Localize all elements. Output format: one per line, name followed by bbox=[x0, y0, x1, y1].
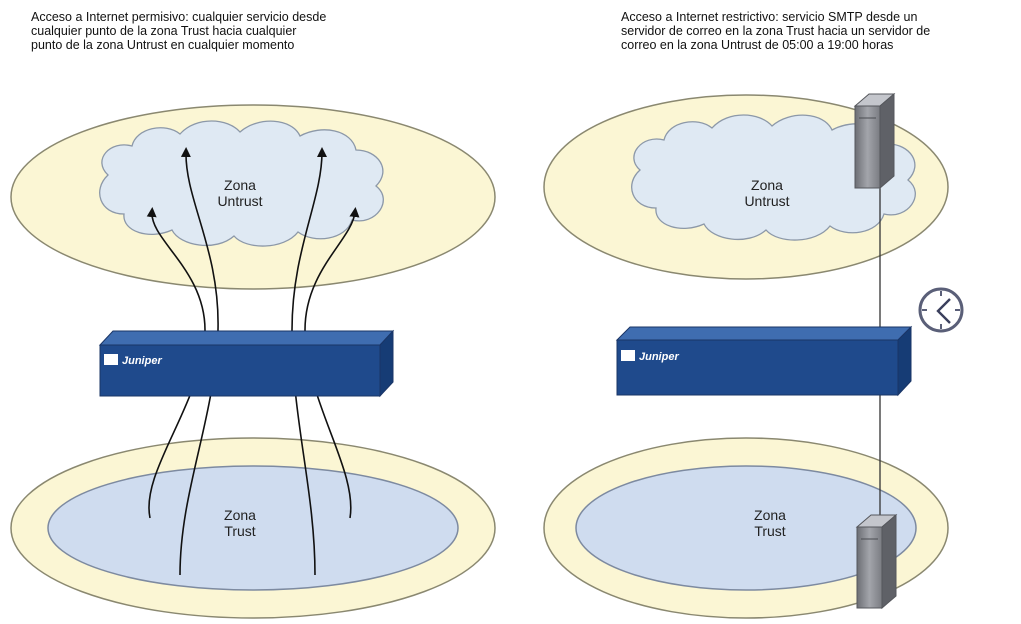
right-caption-line: servidor de correo en la zona Trust haci… bbox=[621, 24, 931, 38]
mail-server-icon bbox=[853, 92, 896, 190]
untrust-label-line1: Zona bbox=[224, 177, 256, 193]
juniper-logo-icon bbox=[621, 350, 635, 361]
trust-label-line1: Zona bbox=[754, 507, 786, 523]
right-caption-line: correo en la zona Untrust de 05:00 a 19:… bbox=[621, 38, 894, 52]
left-caption-line: Acceso a Internet permisivo: cualquier s… bbox=[31, 10, 327, 24]
right-panel: Zona Untrust Zona Trust Juniper bbox=[543, 92, 964, 619]
juniper-logo-text: Juniper bbox=[122, 355, 162, 367]
trust-label-line1: Zona bbox=[224, 507, 256, 523]
trust-inner-ellipse bbox=[575, 465, 917, 591]
trust-label-line2: Trust bbox=[754, 523, 785, 539]
clock-icon bbox=[918, 287, 964, 333]
untrust-label-line2: Untrust bbox=[744, 193, 789, 209]
juniper-firewall-device: Juniper bbox=[615, 325, 913, 397]
traffic-arrow bbox=[146, 207, 206, 519]
left-caption-line: cualquier punto de la zona Trust hacia c… bbox=[31, 24, 297, 38]
untrust-cloud bbox=[631, 114, 916, 241]
left-caption-line: punto de la zona Untrust en cualquier mo… bbox=[31, 38, 295, 52]
traffic-arrow bbox=[291, 147, 327, 576]
trust-label-line2: Trust bbox=[224, 523, 255, 539]
traffic-arrow bbox=[179, 147, 219, 576]
left-panel: Zona Untrust Zona Trust Juniper bbox=[10, 104, 496, 619]
untrust-label-line1: Zona bbox=[751, 177, 783, 193]
right-caption: Acceso a Internet restrictivo: servicio … bbox=[621, 10, 930, 52]
juniper-logo-text: Juniper bbox=[639, 351, 679, 363]
untrust-label-line2: Untrust bbox=[217, 193, 262, 209]
mail-server-icon bbox=[855, 513, 898, 610]
juniper-firewall-device: Juniper bbox=[98, 329, 395, 398]
left-caption: Acceso a Internet permisivo: cualquier s… bbox=[31, 10, 326, 52]
right-caption-line: Acceso a Internet restrictivo: servicio … bbox=[621, 10, 918, 24]
untrust-cloud bbox=[99, 120, 384, 247]
juniper-logo-icon bbox=[104, 354, 118, 365]
